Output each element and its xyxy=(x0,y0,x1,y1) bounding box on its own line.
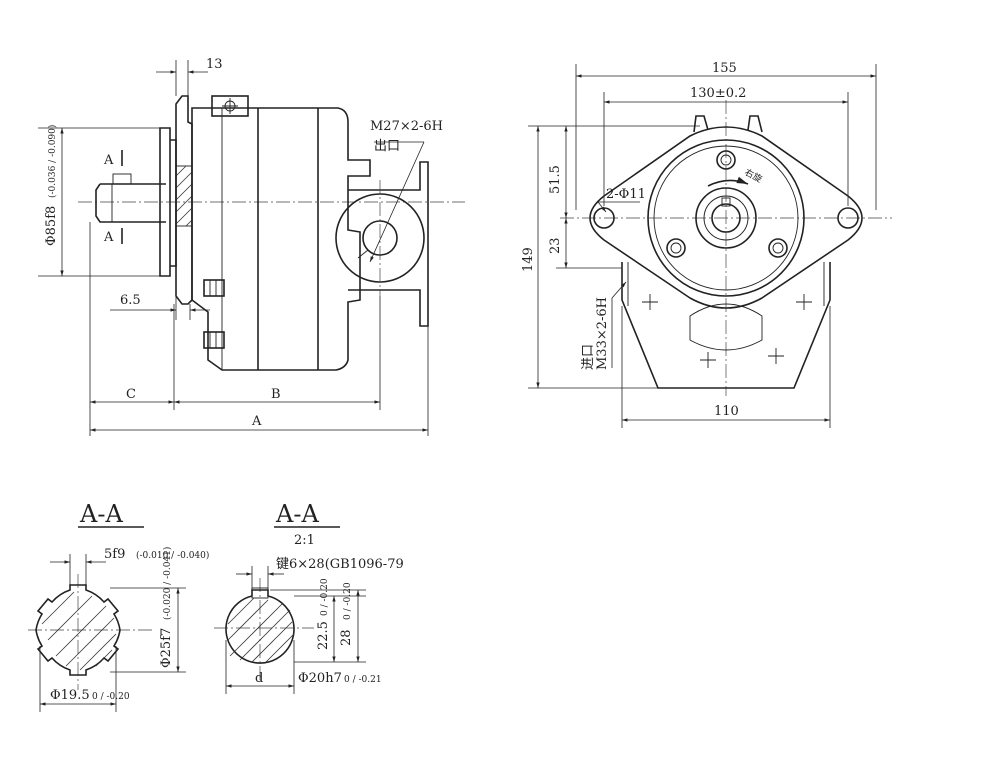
section-spline: A-A 5f9 (-0.010 / -0.040) Φ25f7 (-0.020 … xyxy=(28,500,209,712)
side-view: 右旋 155 130±0.2 149 51.5 23 2-Φ11 xyxy=(521,61,892,428)
top-bracket xyxy=(211,95,249,117)
dim-28: 28 xyxy=(339,629,354,646)
dim-28-tol: 0 / -0.20 xyxy=(343,582,353,620)
side-bolt-heads xyxy=(666,150,788,258)
shaft-key xyxy=(112,173,132,185)
shaft-circle xyxy=(711,203,741,233)
dim-130: 130±0.2 xyxy=(690,86,746,101)
dim-root-dia: Φ19.5 xyxy=(50,688,90,703)
section2-title: A-A xyxy=(275,500,319,528)
dim-d: d xyxy=(255,671,263,686)
dim-155: 155 xyxy=(712,61,737,76)
dim-22-5: 22.5 xyxy=(316,621,331,650)
dim-149: 149 xyxy=(521,247,536,272)
section1-title: A-A xyxy=(79,500,123,528)
dim-51-5: 51.5 xyxy=(548,165,563,194)
flange-hatch xyxy=(175,165,193,227)
key-slot xyxy=(251,587,269,599)
body-circle-outer xyxy=(647,139,805,297)
inlet-label: 进口 xyxy=(581,344,596,370)
dim-13: 13 xyxy=(206,57,223,72)
dim-C: C xyxy=(126,387,136,402)
dim-shaft-dia: Φ20h7 xyxy=(298,671,342,686)
dim-key-width: 5f9 xyxy=(104,547,125,562)
lower-boss xyxy=(689,303,763,351)
dim-outer-dia: Φ25f7 xyxy=(159,628,174,668)
dim-shaft-tol: 0 / -0.21 xyxy=(344,675,382,685)
dim-outer-tol: (-0.020 / -0.041) xyxy=(162,547,173,620)
mount-hole-right xyxy=(837,207,859,229)
dim-23: 23 xyxy=(548,237,563,254)
section-keyed-shaft: A-A 2:1 键6×28(GB1096-79 22.5 0 / -0.20 xyxy=(214,500,404,694)
section-mark-bottom: A xyxy=(103,230,114,245)
section2-scale: 2:1 xyxy=(294,533,315,548)
spline-profile xyxy=(35,584,121,676)
lower-body xyxy=(621,262,831,389)
rotation-arrow xyxy=(707,176,749,187)
flange-boss xyxy=(159,127,171,277)
section-mark-top: A xyxy=(103,153,114,168)
shaft-hatch xyxy=(227,597,295,663)
shaft xyxy=(95,183,166,223)
outlet-housing xyxy=(348,161,429,327)
dim-holes: 2-Φ11 xyxy=(606,187,646,202)
dim-key-tol: (-0.010 / -0.040) xyxy=(136,550,209,561)
key-spec: 键6×28(GB1096-79 xyxy=(276,557,404,572)
dim-B: B xyxy=(271,387,281,402)
flange-outline xyxy=(589,126,863,309)
hub-circle xyxy=(695,187,757,249)
outlet-thread-label: M27×2-6H xyxy=(370,119,443,134)
dim-6-5: 6.5 xyxy=(120,293,141,308)
pump-body xyxy=(191,107,371,371)
dim-A: A xyxy=(251,414,262,429)
dim-110: 110 xyxy=(714,404,739,419)
front-view: A A xyxy=(38,57,465,436)
inlet-thread: M33×2-6H xyxy=(595,297,610,370)
spline-hatch xyxy=(41,591,117,671)
side-bolts xyxy=(203,279,225,349)
dim-flange-dia: Φ85f8 xyxy=(44,206,59,246)
rotation-label: 右旋 xyxy=(743,166,765,185)
shaft-profile xyxy=(225,589,295,664)
outlet-label: 出口 xyxy=(374,139,400,154)
screw-marks xyxy=(642,294,812,368)
body-circle-inner xyxy=(653,145,799,291)
dim-22-5-tol: 0 / -0.20 xyxy=(320,578,330,616)
dim-flange-tol: (-0.036 / -0.090) xyxy=(47,125,58,198)
dim-root-tol: 0 / -0.20 xyxy=(92,692,130,702)
mounting-flange xyxy=(175,95,193,305)
